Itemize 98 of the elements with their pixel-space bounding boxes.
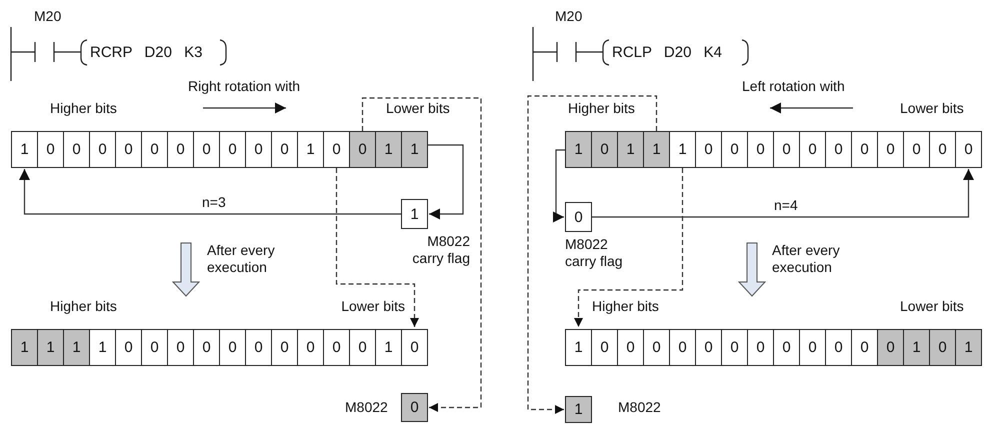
dashed-arrow (336, 168, 419, 327)
bit-cell: 1 (565, 131, 592, 168)
bit-cell: 1 (643, 131, 670, 168)
bit-cell: 0 (695, 329, 722, 366)
bit-cell: 0 (271, 329, 298, 366)
bit-cell: 0 (297, 329, 324, 366)
bit-cell: 0 (323, 329, 350, 366)
flag-caption: M8022 (618, 399, 662, 416)
bit-cell: 0 (825, 131, 852, 168)
edge-label: n=3 (200, 194, 228, 210)
flag-caption: M8022 (345, 399, 389, 416)
dashed-arrow (527, 95, 658, 414)
bit-cell: 0 (669, 329, 696, 366)
arrow (428, 144, 464, 220)
register-label: Lower bits (340, 298, 405, 315)
bit-cell: 0 (349, 131, 376, 168)
bit-cell: 1 (617, 131, 644, 168)
bit-cell: 0 (401, 329, 428, 366)
bit-cell: 0 (323, 131, 350, 168)
bit-cell: 0 (877, 131, 904, 168)
bit-cell: 0 (115, 329, 142, 366)
bit-cell: 0 (401, 393, 428, 422)
bit-cell: 0 (825, 329, 852, 366)
bit-cell: 0 (167, 329, 194, 366)
flag-caption: M8022 carry flag (565, 236, 624, 270)
bit-cell: 0 (643, 329, 670, 366)
annotation-text: After every execution (207, 242, 276, 276)
bit-cell: 0 (167, 131, 194, 168)
arrow (592, 169, 974, 218)
register-label: Higher bits (592, 298, 659, 315)
contact-name: M20 (555, 8, 582, 25)
bit-cell: 1 (565, 329, 592, 366)
bit-cell: 1 (903, 329, 930, 366)
register-label: Higher bits (50, 298, 117, 315)
bit-cell: 1 (11, 131, 38, 168)
annotation-text: Left rotation with (742, 78, 845, 95)
bit-cell: 0 (219, 329, 246, 366)
bit-cell: 1 (375, 329, 402, 366)
bit-cell: 0 (63, 131, 90, 168)
bit-cell: 1 (297, 131, 324, 168)
register-label: Higher bits (50, 100, 117, 117)
bit-cell: 0 (245, 131, 272, 168)
bit-cell: 0 (591, 329, 618, 366)
bit-cell: 0 (799, 329, 826, 366)
bit-cell: 0 (851, 329, 878, 366)
annotation-text: Right rotation with (188, 78, 300, 95)
arrow (19, 169, 401, 215)
flag-caption: M8022 carry flag (411, 233, 470, 267)
instruction-text: RCRP D20 K3 (90, 44, 202, 61)
bit-cell: 0 (349, 329, 376, 366)
bit-cell: 0 (955, 131, 982, 168)
bit-cell: 0 (617, 329, 644, 366)
bit-cell: 0 (747, 131, 774, 168)
bit-cell: 0 (271, 131, 298, 168)
bit-cell: 0 (721, 131, 748, 168)
bit-cell: 0 (193, 131, 220, 168)
bit-cell: 1 (669, 131, 696, 168)
bit-cell: 1 (89, 329, 116, 366)
bit-cell: 0 (929, 131, 956, 168)
bit-cell: 0 (89, 131, 116, 168)
bit-cell: 0 (747, 329, 774, 366)
bit-cell: 0 (851, 131, 878, 168)
instruction-text: RCLP D20 K4 (612, 44, 722, 61)
bit-cell: 1 (565, 396, 592, 423)
bit-cell: 0 (115, 131, 142, 168)
bit-cell: 1 (37, 329, 64, 366)
bit-cell: 0 (721, 329, 748, 366)
bit-cell: 1 (375, 131, 402, 168)
bit-cell: 1 (401, 131, 428, 168)
bit-cell: 1 (63, 329, 90, 366)
arrow (553, 149, 565, 222)
bit-cell: 1 (955, 329, 982, 366)
dashed-arrow (362, 97, 482, 412)
register-label: Lower bits (900, 100, 964, 117)
bit-cell: 1 (401, 199, 428, 229)
register-label: Lower bits (900, 298, 964, 315)
bit-cell: 0 (37, 131, 64, 168)
bit-cell: 0 (773, 329, 800, 366)
annotation-text: After every execution (772, 242, 841, 276)
register-label: Lower bits (386, 100, 450, 117)
bit-cell: 0 (929, 329, 956, 366)
bit-cell: 0 (773, 131, 800, 168)
bit-cell: 0 (219, 131, 246, 168)
register-label: Higher bits (568, 100, 635, 117)
bit-cell: 0 (245, 329, 272, 366)
bit-cell: 0 (903, 131, 930, 168)
contact-name: M20 (34, 8, 62, 25)
bit-cell: 1 (11, 329, 38, 366)
bit-cell: 0 (193, 329, 220, 366)
bit-cell: 0 (695, 131, 722, 168)
bit-cell: 0 (565, 202, 592, 232)
bit-cell: 0 (141, 329, 168, 366)
bit-cell: 0 (141, 131, 168, 168)
bit-cell: 0 (799, 131, 826, 168)
edge-label: n=4 (772, 197, 800, 213)
bit-cell: 0 (877, 329, 904, 366)
dashed-arrow (574, 168, 684, 327)
bit-cell: 0 (591, 131, 618, 168)
